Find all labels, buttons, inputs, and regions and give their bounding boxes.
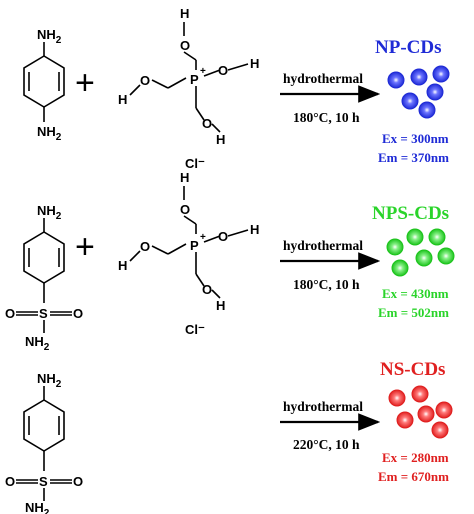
carbon-dot [396, 411, 414, 429]
hydrogen-label: H [250, 222, 259, 237]
amine-top-label: NH2 [37, 371, 62, 390]
amine-bottom-label: NH2 [25, 500, 50, 514]
sulfonyl-oxygen-label: O [5, 306, 15, 321]
temperature-label: 220°C, 10 h [293, 437, 360, 452]
sulfonyl-oxygen-label: O [73, 474, 83, 489]
amine-top-label: NH2 [37, 203, 62, 222]
plus-sign: + [75, 228, 95, 266]
hydrogen-label: H [250, 56, 259, 71]
excitation-label: Ex = 300nm [382, 131, 449, 146]
hydrogen-label: H [118, 258, 127, 273]
condition-label: hydrothermal [283, 71, 363, 86]
emission-label: Em = 670nm [378, 469, 449, 484]
sulfur-label: S [39, 306, 48, 321]
hydrogen-label: H [216, 132, 225, 147]
oxygen-label: O [218, 229, 228, 244]
counterion-label: Cl⁻ [185, 322, 205, 337]
hydrogen-label: H [180, 170, 189, 185]
temperature-label: 180°C, 10 h [293, 110, 360, 125]
emission-label: Em = 502nm [378, 305, 449, 320]
carbon-dot [426, 83, 444, 101]
oxygen-label: O [218, 63, 228, 78]
amine-bottom-label: NH2 [25, 334, 50, 353]
carbon-dot [415, 249, 433, 267]
counterion-label: Cl⁻ [185, 156, 205, 171]
phosphonium-molecule [129, 22, 249, 133]
charge-label: + [200, 66, 206, 77]
reaction-row-ns: NH2 O S O NH2 hydrothermal 220°C, 10 h N… [5, 359, 453, 514]
phosphorus-label: P [190, 72, 199, 87]
carbon-dot [387, 71, 405, 89]
amine-top-label: NH2 [37, 27, 62, 46]
temperature-label: 180°C, 10 h [293, 277, 360, 292]
carbon-dot [431, 421, 449, 439]
oxygen-label: O [180, 38, 190, 53]
carbon-dot [410, 68, 428, 86]
product-title: NPS-CDs [372, 203, 449, 224]
phosphonium-molecule [129, 186, 249, 299]
carbon-dot [401, 92, 419, 110]
carbon-dot [388, 389, 406, 407]
hydrogen-label: H [118, 92, 127, 107]
sulfonyl-oxygen-label: O [73, 306, 83, 321]
excitation-label: Ex = 430nm [382, 286, 449, 301]
carbon-dot [435, 401, 453, 419]
oxygen-label: O [202, 116, 212, 131]
carbon-dot [391, 259, 409, 277]
excitation-label: Ex = 280nm [382, 450, 449, 465]
hydrogen-label: H [180, 6, 189, 21]
reaction-row-np: NH2 NH2 + H O P + O H O H O H Cl⁻ hyd [23, 6, 450, 171]
sulfanilamide-molecule [16, 218, 72, 333]
product-title: NS-CDs [380, 359, 445, 380]
plus-sign: + [75, 64, 95, 102]
carbon-dot [411, 385, 429, 403]
sulfanilamide-molecule [16, 386, 72, 501]
carbon-dot [437, 247, 455, 265]
carbon-dot [406, 228, 424, 246]
oxygen-label: O [180, 202, 190, 217]
carbon-dot [417, 405, 435, 423]
emission-label: Em = 370nm [378, 150, 449, 165]
amine-bottom-label: NH2 [37, 124, 62, 143]
carbon-dot [386, 238, 404, 256]
reaction-row-nps: NH2 O S O NH2 + H O P + O H O H O H Cl⁻ … [5, 170, 455, 353]
sulfonyl-oxygen-label: O [5, 474, 15, 489]
phenylenediamine-molecule [23, 42, 65, 122]
condition-label: hydrothermal [283, 238, 363, 253]
hydrogen-label: H [216, 298, 225, 313]
charge-label: + [200, 232, 206, 243]
oxygen-label: O [140, 239, 150, 254]
condition-label: hydrothermal [283, 399, 363, 414]
carbon-dots-cluster [388, 385, 453, 439]
carbon-dots-cluster [386, 228, 455, 277]
carbon-dot [428, 228, 446, 246]
carbon-dots-cluster [387, 65, 450, 119]
carbon-dot [418, 101, 436, 119]
sulfur-label: S [39, 474, 48, 489]
carbon-dot [432, 65, 450, 83]
oxygen-label: O [202, 282, 212, 297]
oxygen-label: O [140, 73, 150, 88]
product-title: NP-CDs [375, 37, 442, 58]
phosphorus-label: P [190, 238, 199, 253]
